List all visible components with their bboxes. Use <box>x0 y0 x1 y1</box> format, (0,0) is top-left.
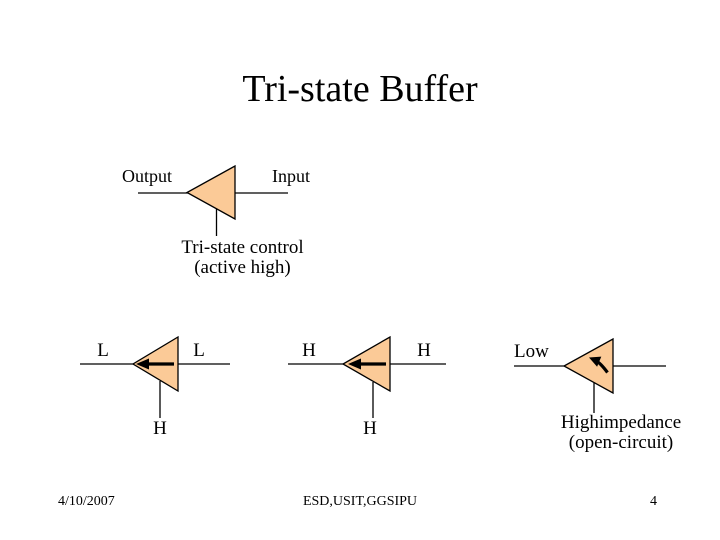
footer-page-number: 4 <box>650 494 657 509</box>
main-output-label: Output <box>122 166 173 186</box>
footer-org: ESD,USIT,GGSIPU <box>302 494 418 509</box>
case3-output-label: Low <box>514 341 549 362</box>
case1-output-label: L <box>97 340 109 361</box>
case1-input-label: L <box>193 340 205 361</box>
case3-impedance-caption-line2: (open-circuit) <box>568 432 674 453</box>
case2-signal-flow-arrowhead-icon <box>348 358 361 370</box>
case1-signal-flow-arrowhead-icon <box>136 358 149 370</box>
main-control-caption-line2: (active high) <box>194 257 291 278</box>
main-input-label: Input <box>272 166 310 186</box>
case2-control-label: H <box>363 418 377 439</box>
main-buffer-triangle <box>185 164 236 221</box>
case3-impedance-caption: Highimpedance (open-circuit) <box>551 413 691 453</box>
case3-impedance-caption-line1: Highimpedance <box>560 412 682 433</box>
case2-input-label: H <box>417 340 431 361</box>
case3-buffer-triangle <box>562 337 614 395</box>
case3-floating-arrowhead-icon <box>589 356 602 367</box>
page-title: Tri-state Buffer <box>242 68 478 110</box>
main-control-caption: Tri-state control (active high) <box>160 238 325 278</box>
main-control-caption-line1: Tri-state control <box>181 237 304 258</box>
footer-date: 4/10/2007 <box>58 494 115 509</box>
case1-control-label: H <box>153 418 167 439</box>
case2-output-label: H <box>302 340 316 361</box>
